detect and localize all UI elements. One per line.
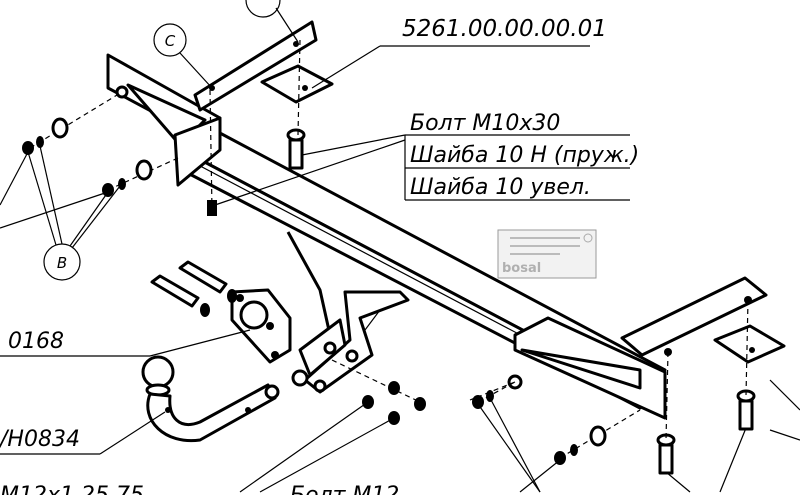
tow-ball <box>141 355 280 443</box>
spring-washer-label: Шайба 10 Н (пруж.) <box>410 143 639 168</box>
part-number-text: 5261.00.00.00.01 <box>402 16 607 42</box>
bottom-mid-label: Болт М12 <box>290 483 399 495</box>
fastener-list: Болт М10х30 Шайба 10 Н (пруж.) Шайба 10 … <box>214 111 639 206</box>
bolt-right-a <box>656 433 676 475</box>
bosal-brand-text: bosal <box>502 261 541 276</box>
large-washer-label: Шайба 10 увел. <box>410 175 591 200</box>
hitch-receiver-bracket <box>291 290 410 394</box>
bolt-under-beam <box>207 200 217 216</box>
callout-c: C <box>153 23 215 91</box>
part-number-label: 5261.00.00.00.01 <box>311 16 607 89</box>
hitch-code-label: /H0834 <box>0 411 166 455</box>
ball-code-label: 0168 <box>0 329 251 357</box>
left-washers-lower <box>102 157 179 197</box>
bosal-nameplate: bosal <box>497 229 597 279</box>
left-washers-upper <box>22 91 123 155</box>
top-plate-left <box>260 64 334 104</box>
left-mount-bracket <box>106 53 222 187</box>
callout-c-label: C <box>165 32 176 50</box>
right-washers <box>472 381 641 465</box>
socket-bolts <box>150 260 237 317</box>
right-top-arm <box>620 276 768 357</box>
socket-plate <box>230 288 292 364</box>
callout-b-label: B <box>57 254 67 272</box>
top-plate-right <box>713 324 786 364</box>
callout-b: B <box>27 145 121 281</box>
bottom-left-label: М12х1,25 75 <box>0 483 144 495</box>
bolt-label: Болт М10х30 <box>410 111 560 136</box>
bolt-right-b <box>736 389 756 431</box>
hitch-code-text: /H0834 <box>0 427 80 452</box>
left-top-arm <box>193 20 318 112</box>
ball-code-text: 0168 <box>8 329 64 354</box>
bolt-m10-left <box>286 128 306 170</box>
